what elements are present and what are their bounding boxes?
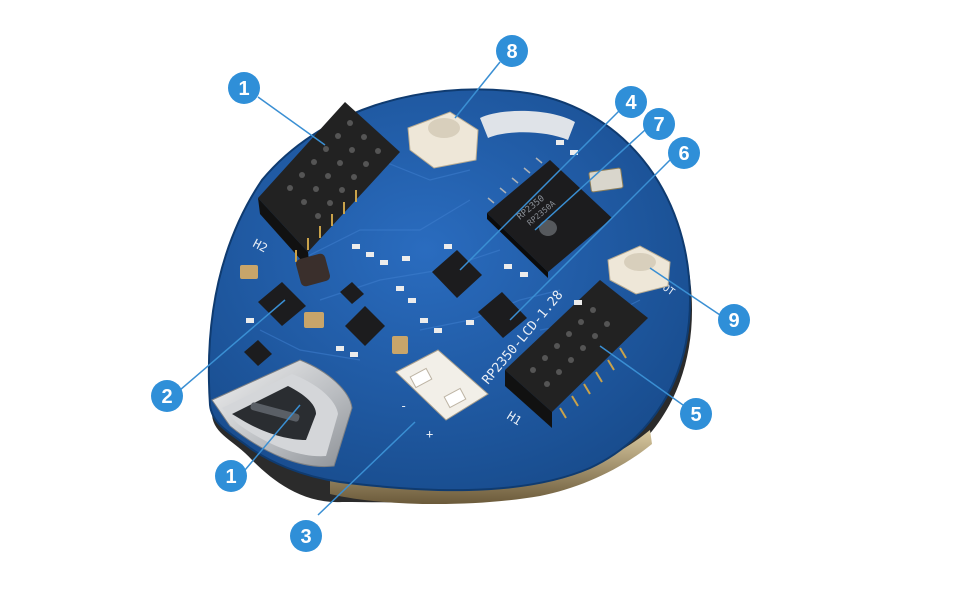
svg-text:7: 7: [653, 114, 664, 136]
svg-text:3: 3: [300, 526, 311, 548]
callout-7: 7: [643, 108, 675, 140]
leader-lines: [179, 61, 721, 516]
battery-connector: [395, 349, 489, 421]
power-ic: [258, 282, 306, 326]
callout-8: 8: [496, 35, 528, 67]
pin-header-h1: [505, 280, 648, 428]
silk-h2: H2: [251, 236, 270, 255]
callout-5-bottom: 5: [680, 398, 712, 430]
flash-chip: [432, 250, 482, 298]
callout-6: 6: [668, 137, 700, 169]
sensor-chip: [478, 292, 527, 338]
callout-4: 4: [615, 86, 647, 118]
svg-text:9: 9: [728, 310, 739, 332]
svg-text:5: 5: [690, 404, 701, 426]
smd-components: [246, 140, 582, 357]
small-ic: [244, 340, 272, 366]
svg-text:1: 1: [238, 78, 249, 100]
svg-text:2: 2: [161, 386, 172, 408]
svg-text:6: 6: [678, 143, 689, 165]
raspberry-logo: [539, 220, 557, 236]
callout-3: 3: [290, 520, 322, 552]
callout-1: usb-c-port 1: [215, 460, 247, 492]
capacitors: [240, 265, 408, 354]
regulator-ic: [345, 306, 385, 346]
svg-text:8: 8: [506, 41, 517, 63]
callout-5-top: 1: [228, 72, 260, 104]
svg-text:4: 4: [625, 92, 637, 114]
crystal-oscillator: [588, 167, 624, 193]
svg-text:1: 1: [225, 466, 236, 488]
silk-h1: H1: [504, 409, 524, 429]
silk-plus: +: [426, 427, 433, 441]
usb-c-port: [211, 359, 353, 468]
pin-header-h2: [258, 102, 400, 270]
transistor: [340, 282, 364, 304]
inductor: [296, 253, 330, 287]
silk-minus: -: [400, 399, 407, 413]
lcd-flex-area: [480, 110, 575, 140]
callout-9: 9: [718, 304, 750, 336]
boot-button: [607, 245, 671, 295]
reset-button: [407, 111, 479, 169]
callout-2: 2: [151, 380, 183, 412]
